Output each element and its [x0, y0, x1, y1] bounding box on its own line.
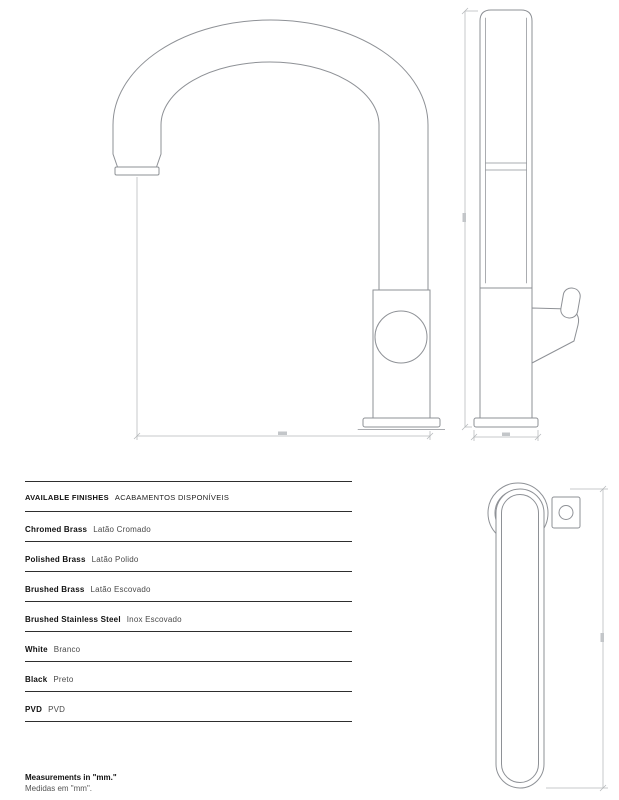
finish-name-en: Brushed Stainless Steel — [25, 615, 121, 624]
finishes-title-en: AVAILABLE FINISHES — [25, 493, 109, 502]
finish-row-polished-brass: Polished Brass Latão Polido — [25, 542, 352, 571]
divider — [25, 481, 352, 482]
divider — [25, 661, 352, 662]
finish-row-pvd: PVD PVD — [25, 692, 352, 721]
finish-name-pt: Latão Polido — [91, 555, 139, 564]
spout-arch — [112, 19, 429, 168]
finish-row-white: White Branco — [25, 632, 352, 661]
divider — [25, 721, 352, 722]
base-plate — [473, 417, 539, 428]
handle-lever — [531, 287, 581, 364]
divider — [25, 601, 352, 602]
handle-top-view — [551, 496, 581, 529]
available-finishes-table: AVAILABLE FINISHES ACABAMENTOS DISPONÍVE… — [25, 481, 352, 722]
finishes-title-pt: ACABAMENTOS DISPONÍVEIS — [114, 493, 230, 502]
finish-name-pt: Branco — [53, 645, 81, 654]
depth-dimension-line — [470, 430, 542, 441]
cartridge-circle — [374, 310, 428, 364]
riser-tube — [378, 124, 429, 291]
width-dimension-line — [133, 177, 434, 440]
dimension-value-mark — [600, 633, 604, 642]
finish-row-brushed-brass: Brushed Brass Latão Escovado — [25, 572, 352, 601]
base-plate — [357, 417, 445, 430]
divider — [25, 511, 352, 512]
height-dimension-line — [461, 7, 478, 431]
measurements-note-pt: Medidas em "mm". — [25, 784, 93, 793]
finish-name-en: Polished Brass — [25, 555, 86, 564]
divider — [25, 541, 352, 542]
finish-name-en: PVD — [25, 705, 43, 714]
dimension-value-mark — [502, 432, 510, 436]
finish-name-pt: Inox Escovado — [126, 615, 182, 624]
length-dimension-line — [546, 485, 608, 792]
divider — [25, 571, 352, 572]
finish-name-pt: Preto — [53, 675, 74, 684]
divider — [25, 691, 352, 692]
finish-name-pt: PVD — [48, 705, 66, 714]
body-outline — [479, 9, 533, 419]
mixer-body — [372, 289, 431, 419]
finish-row-black: Black Preto — [25, 662, 352, 691]
faucet-top-view-drawing — [487, 482, 608, 792]
finish-row-brushed-stainless-steel: Brushed Stainless Steel Inox Escovado — [25, 602, 352, 631]
finish-name-en: Brushed Brass — [25, 585, 85, 594]
finish-name-en: White — [25, 645, 48, 654]
faucet-front-view-drawing — [112, 19, 445, 440]
dimension-value-mark — [278, 431, 287, 435]
faucet-side-view-drawing — [461, 7, 581, 441]
dimension-value-mark — [462, 213, 466, 222]
finish-name-pt: Latão Cromado — [93, 525, 151, 534]
spout-tip-aerator — [114, 166, 160, 176]
measurements-note-en: Measurements in "mm." — [25, 773, 117, 782]
finish-name-pt: Latão Escovado — [90, 585, 151, 594]
finish-row-chromed-brass: Chromed Brass Latão Cromado — [25, 512, 352, 541]
finish-name-en: Chromed Brass — [25, 525, 88, 534]
finishes-header-row: AVAILABLE FINISHES ACABAMENTOS DISPONÍVE… — [25, 482, 352, 511]
spout-outlet-mark — [485, 162, 527, 171]
divider — [25, 631, 352, 632]
finish-name-en: Black — [25, 675, 48, 684]
handle-grip — [560, 287, 581, 319]
measurements-note: Measurements in "mm." Medidas em "mm". — [25, 773, 117, 793]
spout-plan-view — [495, 488, 545, 789]
